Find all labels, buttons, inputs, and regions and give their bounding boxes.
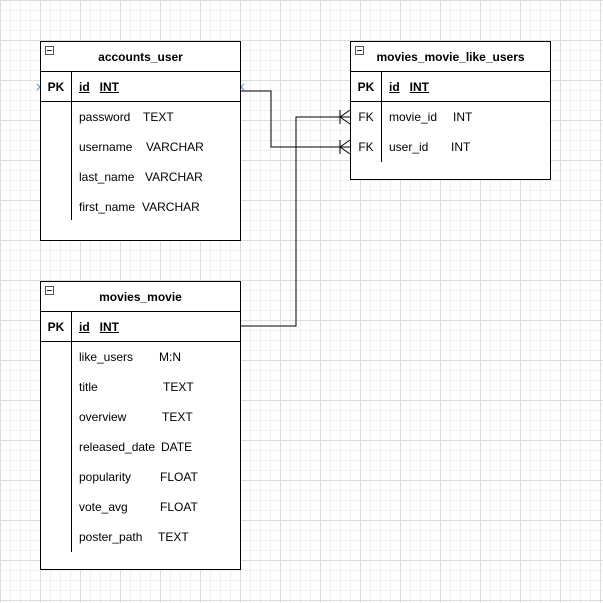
key-divider [71, 312, 72, 342]
collapse-icon[interactable] [355, 46, 364, 55]
field-type: DATE [161, 440, 193, 454]
field-name: popularity [79, 470, 132, 484]
field-type: INT [453, 110, 473, 124]
pk-label: PK [357, 80, 375, 94]
table-header[interactable]: accounts_user [41, 42, 240, 72]
field-type: FLOAT [160, 500, 198, 514]
collapse-icon[interactable] [45, 286, 54, 295]
table-row[interactable]: username VARCHAR [41, 132, 240, 162]
field-name: title [79, 380, 98, 394]
field-type: TEXT [163, 380, 194, 394]
table-row[interactable]: overview TEXT [41, 402, 240, 432]
field-type: TEXT [162, 410, 193, 424]
table-title: movies_movie_like_users [376, 50, 525, 64]
table-row[interactable]: title TEXT [41, 372, 240, 402]
field-name: poster_path [79, 530, 143, 544]
field-name: username [79, 140, 133, 154]
table-row[interactable]: like_users M:N [41, 342, 240, 372]
field-type: VARCHAR [142, 200, 200, 214]
pk-label: PK [47, 80, 65, 94]
table-row[interactable]: FK user_id INT [351, 132, 550, 162]
field-type: VARCHAR [145, 170, 203, 184]
field-name: movie_id [389, 110, 438, 124]
field-name: last_name [79, 170, 135, 184]
connector-movie-to-like-users[interactable] [241, 116, 350, 327]
pk-label: PK [47, 320, 65, 334]
fk-label: FK [358, 140, 374, 154]
field-name: released_date [79, 440, 156, 454]
field-type: FLOAT [160, 470, 198, 484]
table-row[interactable]: vote_avg FLOAT [41, 492, 240, 522]
key-divider [71, 72, 72, 102]
field-type: VARCHAR [146, 140, 204, 154]
field-name: overview [79, 410, 127, 424]
field-type: M:N [159, 350, 181, 364]
field-name: user_id [389, 140, 429, 154]
key-divider [71, 342, 72, 552]
table-row[interactable]: poster_path TEXT [41, 522, 240, 552]
table-header[interactable]: movies_movie [41, 282, 240, 312]
field-name: vote_avg [79, 500, 128, 514]
key-divider [381, 72, 382, 102]
crowfoot-user-id [339, 139, 351, 155]
table-header[interactable]: movies_movie_like_users [351, 42, 550, 72]
field-type: TEXT [158, 530, 189, 544]
table-row[interactable]: first_name VARCHAR [41, 192, 240, 222]
table-row[interactable]: released_date DATE [41, 432, 240, 462]
collapse-icon[interactable] [45, 46, 54, 55]
crowfoot-movie-id [339, 109, 351, 125]
field-name: first_name [79, 200, 136, 214]
connector-user-to-like-users[interactable] [241, 90, 350, 148]
key-divider [381, 102, 382, 162]
table-row[interactable]: FK movie_id INT [351, 102, 550, 132]
table-row[interactable]: popularity FLOAT [41, 462, 240, 492]
table-title: movies_movie [99, 290, 182, 304]
field-type: INT [451, 140, 471, 154]
field-name: password [79, 110, 131, 124]
table-row[interactable]: password TEXT [41, 102, 240, 132]
fk-label: FK [358, 110, 374, 124]
table-row[interactable]: last_name VARCHAR [41, 162, 240, 192]
table-title: accounts_user [98, 50, 183, 64]
key-divider [71, 102, 72, 220]
field-type: TEXT [143, 110, 174, 124]
field-name: like_users [79, 350, 134, 364]
